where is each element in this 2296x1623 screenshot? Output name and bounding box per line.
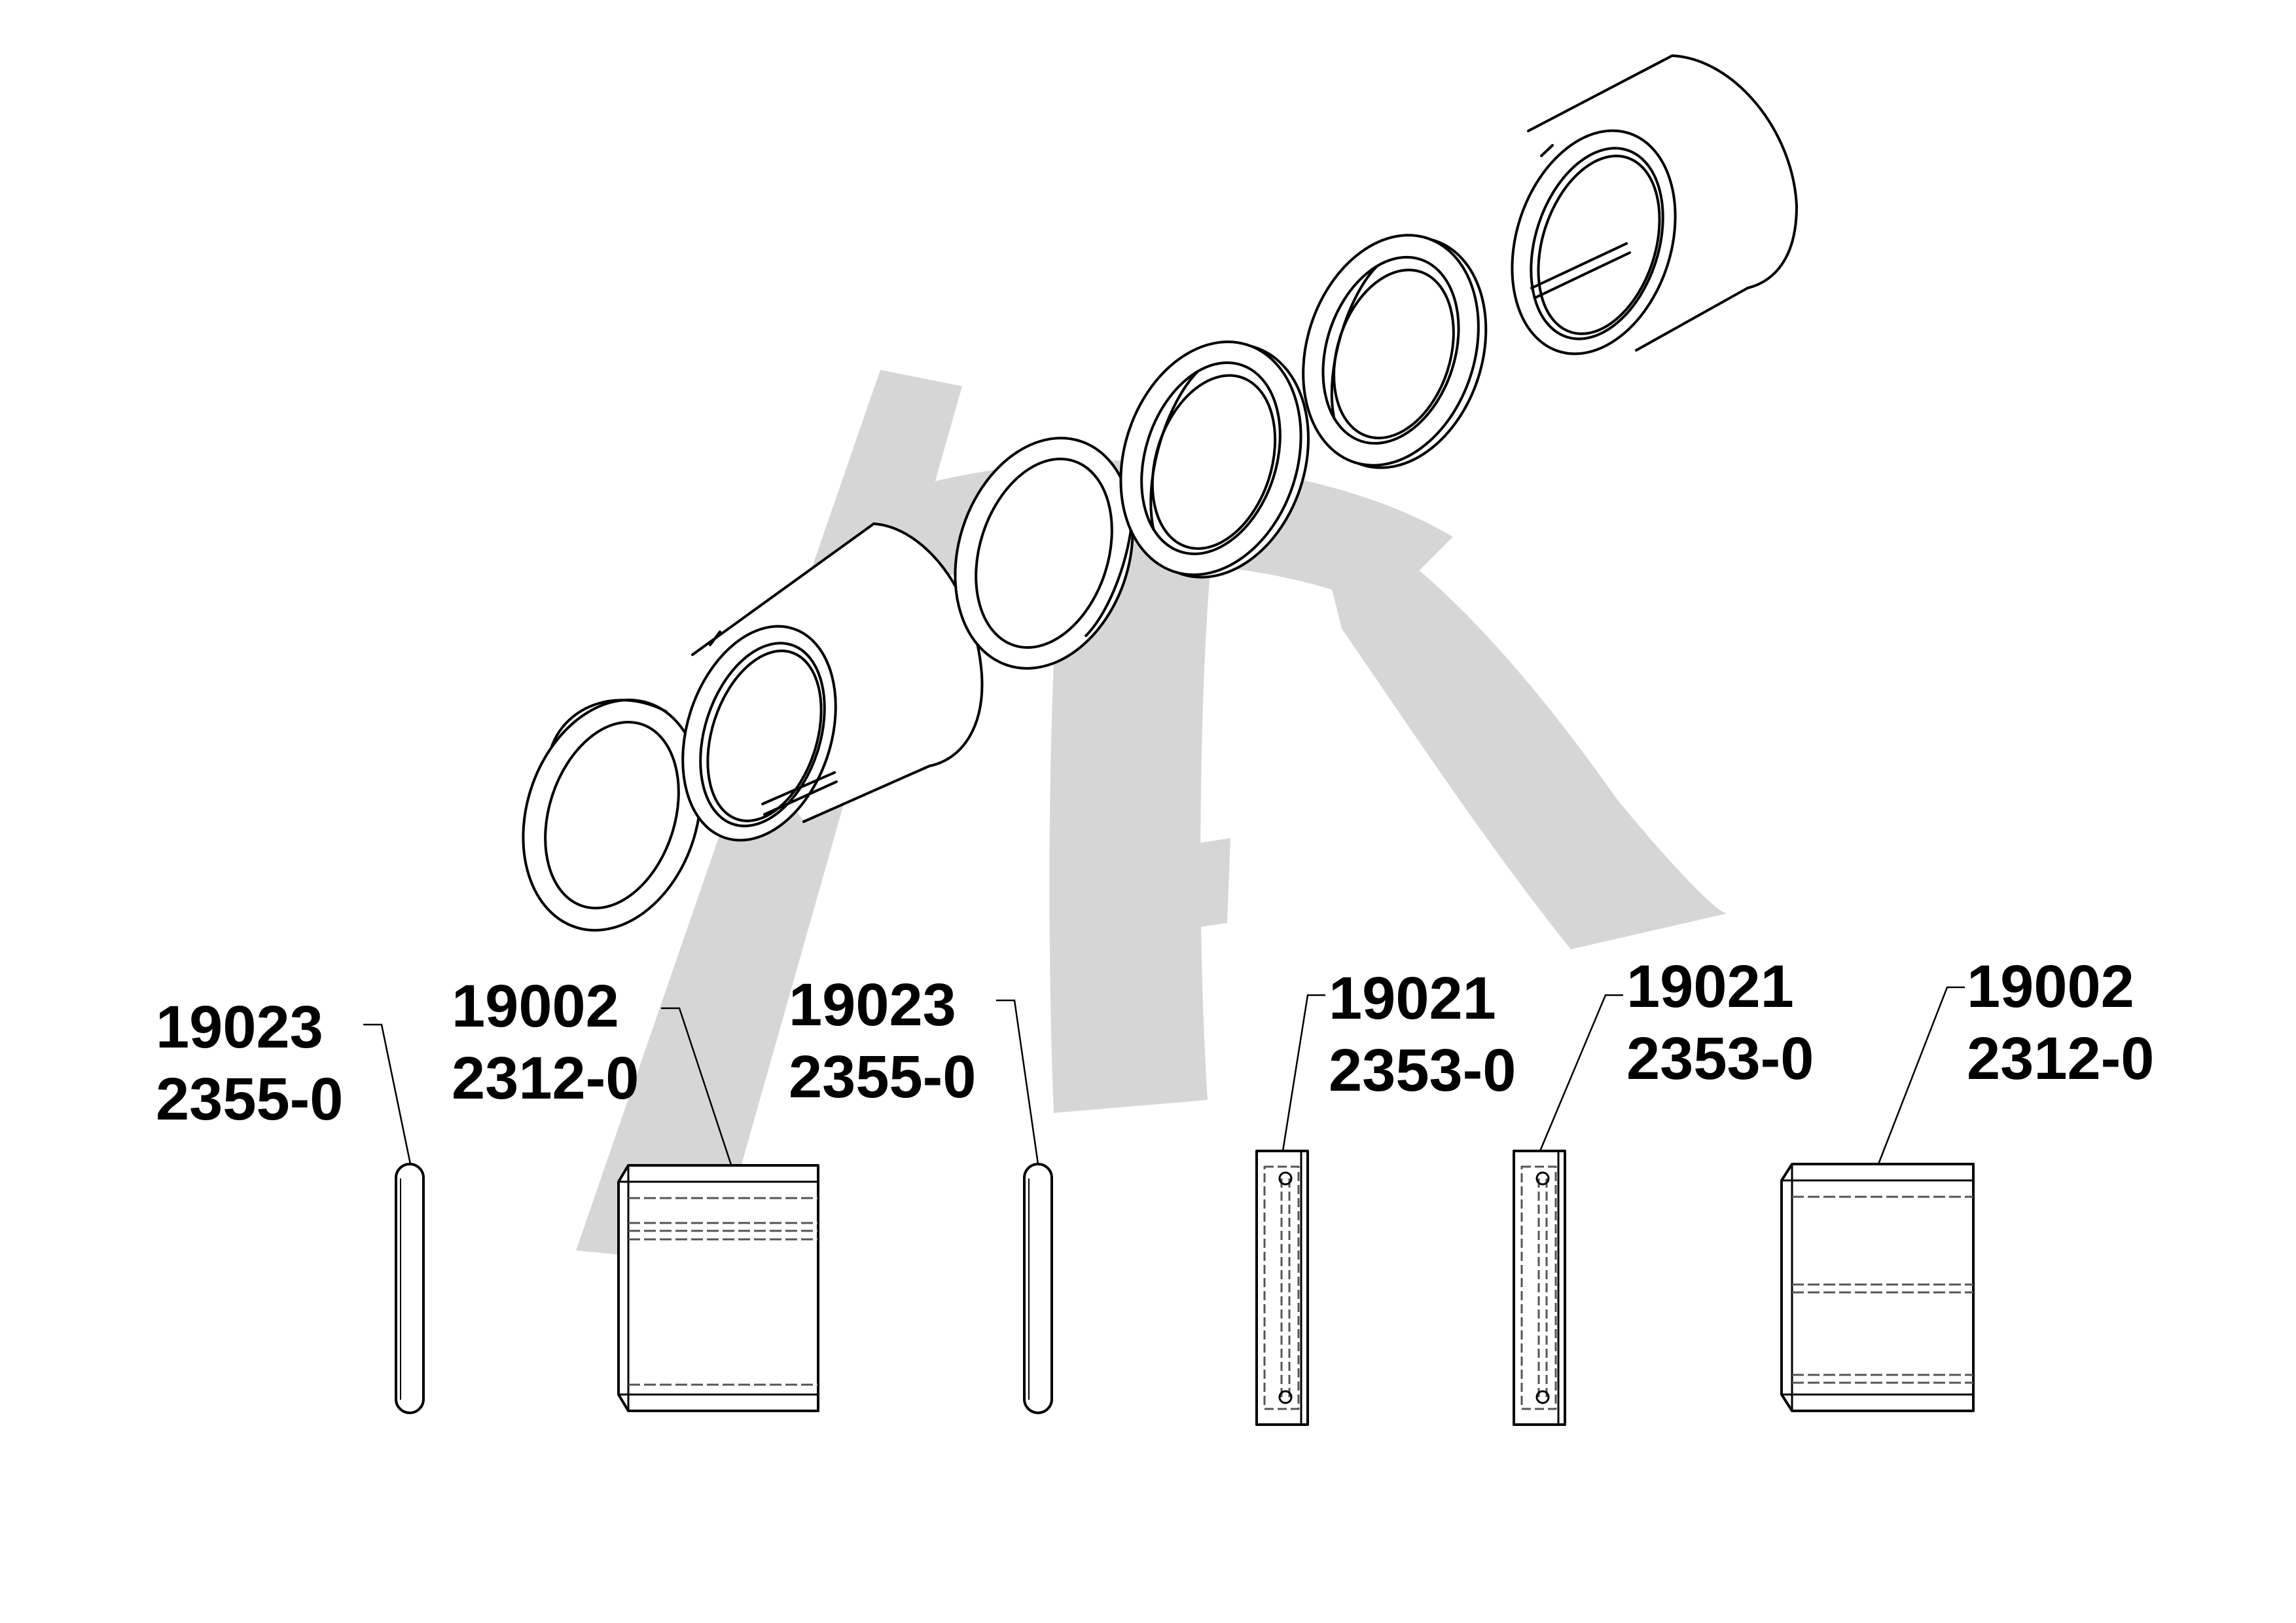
part-label-1-number: 19023 (156, 994, 323, 1061)
flanged-ring-3 (1119, 340, 1310, 579)
part-label-6-variant: 2312-0 (1967, 1025, 2154, 1092)
leader-line-3 (996, 999, 1039, 1165)
bushing-side-view-2 (1780, 1163, 1975, 1412)
part-label-5-number: 19021 (1626, 953, 1794, 1020)
part-label-3-number: 19023 (789, 972, 956, 1038)
part-label-4-variant: 2353-0 (1329, 1037, 1516, 1104)
leader-line-5 (1539, 994, 1623, 1152)
leader-line-1 (363, 1023, 412, 1165)
keyed-ring-side-view-2 (1513, 1150, 1566, 1426)
washer-ring-2 (954, 437, 1134, 670)
leader-line-4 (1282, 994, 1325, 1152)
leader-line-2 (661, 1007, 733, 1167)
bushing-side-view-1 (617, 1164, 819, 1412)
exploded-assembly (522, 54, 1798, 932)
pin-part-1 (395, 1163, 425, 1414)
bushing-cylinder-2 (1511, 54, 1798, 356)
part-label-5-variant: 2353-0 (1626, 1025, 1814, 1092)
leader-line-6 (1877, 986, 1965, 1165)
part-labels: 19023 2355-0 19002 2312-0 19023 2355-0 1… (156, 953, 2154, 1133)
part-label-3-variant: 2355-0 (789, 1044, 976, 1110)
part-label-2-number: 19002 (452, 973, 619, 1040)
side-view-parts (395, 1150, 1975, 1426)
flanged-ring-4 (1302, 234, 1488, 469)
part-label-2-variant: 2312-0 (452, 1045, 639, 1112)
part-label-6-number: 19002 (1967, 953, 2134, 1020)
bushing-cylinder-1 (681, 522, 984, 842)
pin-part-2 (1023, 1163, 1053, 1414)
part-label-1-variant: 2355-0 (156, 1066, 343, 1133)
keyed-ring-side-view-1 (1255, 1150, 1309, 1426)
leader-lines (363, 986, 1965, 1167)
washer-ring-1 (522, 699, 702, 932)
part-label-4-number: 19021 (1329, 965, 1496, 1032)
